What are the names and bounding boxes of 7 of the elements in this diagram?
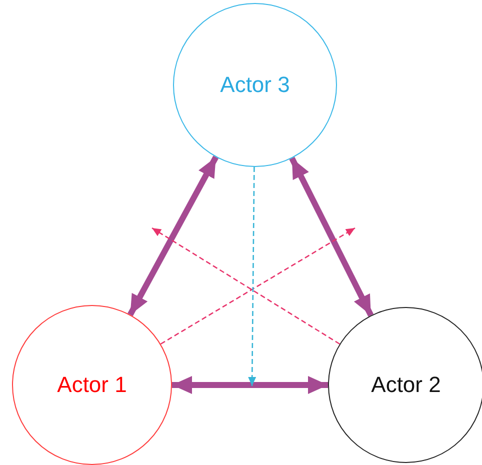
actor-label: Actor 1 (57, 372, 127, 398)
double-arrow (289, 156, 374, 317)
actor-label: Actor 3 (220, 72, 290, 98)
double-arrow (128, 156, 219, 316)
double-arrow (172, 376, 328, 394)
dashed-arrow (248, 167, 256, 386)
actor-label: Actor 2 (371, 372, 441, 398)
